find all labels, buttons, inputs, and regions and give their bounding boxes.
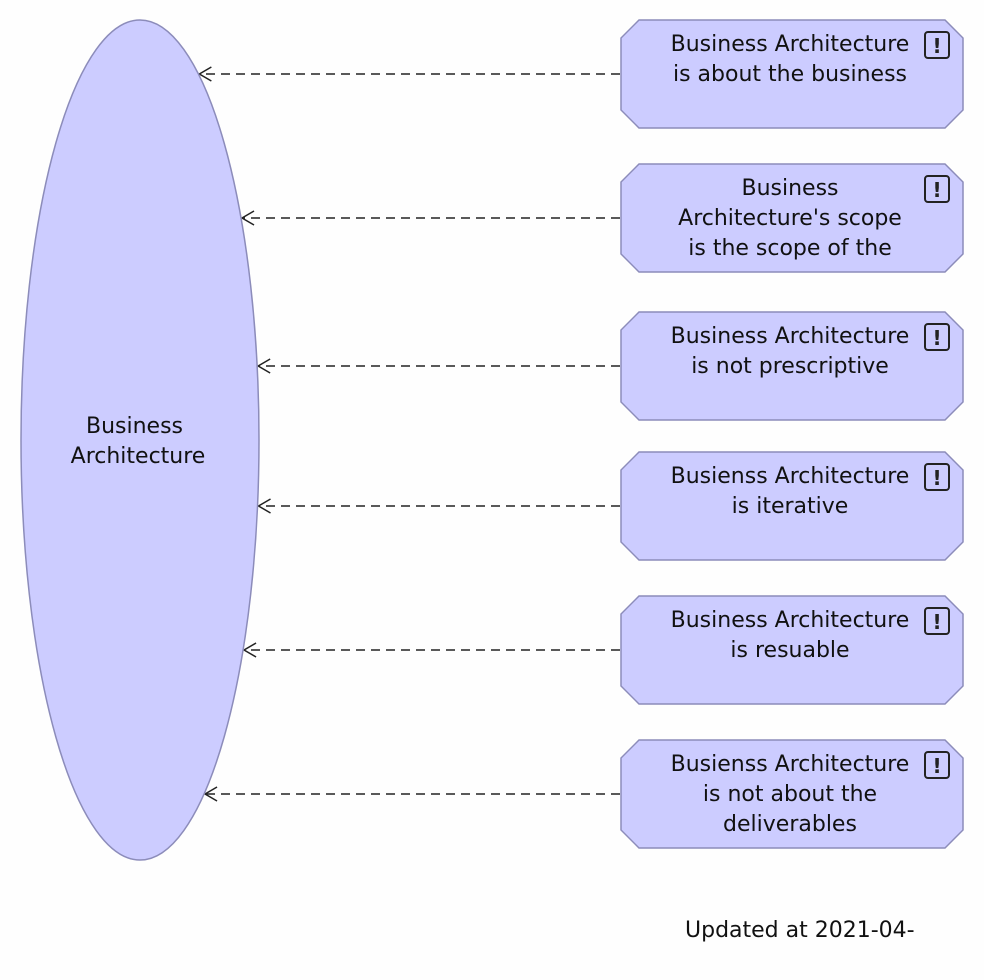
principle-node-label-line: is the scope of the <box>688 236 891 261</box>
dependency-edge <box>257 498 620 514</box>
principle-node-label: Business Architecture is not prescriptive <box>671 324 910 379</box>
principle-node-shape <box>620 311 964 421</box>
principle-node[interactable]: ! Business Architecture is not prescriptiv… <box>620 311 964 421</box>
principle-node-shape <box>620 739 964 849</box>
exclamation-icon: ! <box>924 463 950 491</box>
principle-node-label-line: Busienss Architecture <box>671 752 910 777</box>
principle-node[interactable]: ! Business Architecture is resuable <box>620 595 964 705</box>
principle-node-label-line: is not about the <box>703 782 877 807</box>
principle-node-shape <box>620 163 964 273</box>
principle-node-label: Business Architecture is resuable <box>671 608 910 663</box>
arrowhead-icon <box>203 786 218 802</box>
principle-node-label-line: Architecture's scope <box>678 206 902 231</box>
svg-text:!: ! <box>932 610 941 634</box>
svg-text:!: ! <box>932 178 941 202</box>
principle-node-label-line: Busienss Architecture <box>671 464 910 489</box>
principle-nodes: ! Business Architecture is about the busin… <box>620 19 964 849</box>
central-node-label-line: Architecture <box>71 444 206 469</box>
arrowhead-icon <box>242 642 257 658</box>
dependency-edge <box>256 358 620 374</box>
principle-node-label-line: Business Architecture <box>671 324 910 349</box>
principle-node-shape <box>620 19 964 129</box>
principle-node-label-line: deliverables <box>723 812 857 837</box>
central-node[interactable]: Business Architecture <box>20 19 260 861</box>
principle-node-label: Busienss Architecture is not about the del… <box>671 752 910 837</box>
arrowhead-icon <box>257 498 271 514</box>
principle-node-shape <box>620 595 964 705</box>
dependency-edge <box>240 210 620 226</box>
arrowhead-icon <box>256 358 271 374</box>
dependency-edge <box>242 642 620 658</box>
principle-node-label-line: Business <box>741 176 838 201</box>
dependency-edge <box>197 66 620 82</box>
svg-text:!: ! <box>932 466 941 490</box>
svg-text:!: ! <box>932 326 941 350</box>
edges-layer <box>197 66 620 802</box>
central-node-label-line: Business <box>86 414 183 439</box>
principle-node[interactable]: ! Busienss Architecture is not about the de… <box>620 739 964 849</box>
exclamation-icon: ! <box>924 751 950 779</box>
central-node-label: Business Architecture <box>71 414 206 469</box>
principle-node[interactable]: ! Busienss Architecture is iterative <box>620 451 964 561</box>
arrowhead-icon <box>197 66 212 82</box>
exclamation-icon: ! <box>924 175 950 203</box>
principle-node[interactable]: ! Business Architecture is about the busin… <box>620 19 964 129</box>
dependency-edge <box>203 786 620 802</box>
svg-text:!: ! <box>932 34 941 58</box>
principle-node-label-line: is about the business <box>673 62 907 87</box>
principle-node-label-line: Business Architecture <box>671 608 910 633</box>
updated-at-footer: Updated at 2021-04- <box>685 918 915 943</box>
principle-node-label-line: is resuable <box>730 638 849 663</box>
principle-node-label: Busienss Architecture is iterative <box>671 464 910 519</box>
principle-node-label-line: Business Architecture <box>671 32 910 57</box>
exclamation-icon: ! <box>924 607 950 635</box>
exclamation-icon: ! <box>924 323 950 351</box>
principle-node-shape <box>620 451 964 561</box>
principle-node-label: Business Architecture is about the busine… <box>671 32 910 87</box>
principle-node-label-line: is iterative <box>732 494 849 519</box>
principle-node-label-line: is not prescriptive <box>691 354 889 379</box>
exclamation-icon: ! <box>924 31 950 59</box>
arrowhead-icon <box>240 210 255 226</box>
svg-text:!: ! <box>932 754 941 778</box>
